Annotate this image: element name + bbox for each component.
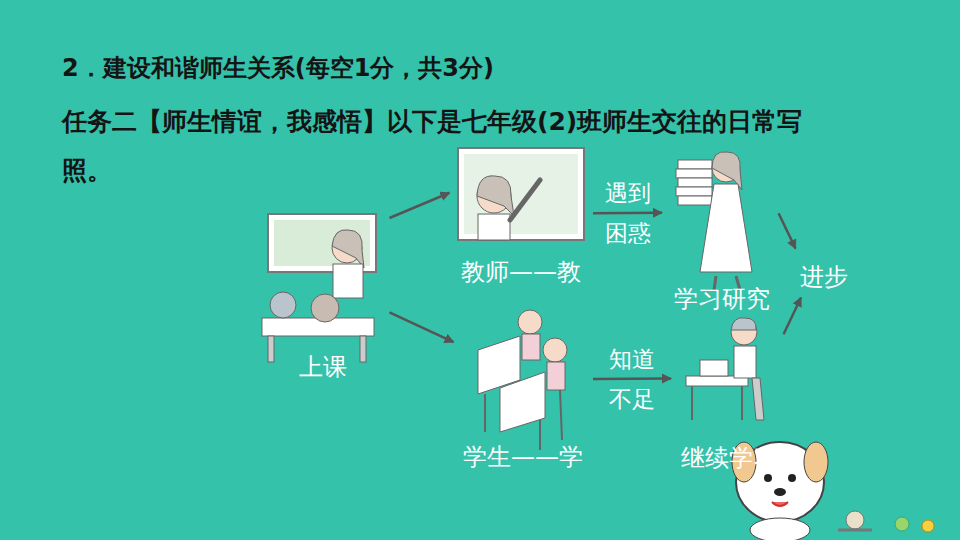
task-text: 任务二【师生情谊，我感悟】以下是七年级(2)班师生交往的日常写照。: [62, 97, 852, 195]
students-scene: [478, 310, 567, 450]
scene-node: 学习研究: [668, 148, 776, 314]
arrow: [593, 377, 671, 380]
scene-node: 继续学习: [677, 318, 781, 473]
scene-node: 上课: [262, 210, 384, 382]
arrow: [779, 213, 796, 248]
arrow: [390, 193, 450, 218]
studying-scene: [686, 318, 764, 420]
arrow: [593, 212, 662, 215]
class-scene: [262, 214, 376, 362]
caption: 进步: [800, 262, 848, 292]
arrow: [389, 312, 453, 342]
teacher-scene: [458, 148, 584, 240]
caption: 学生——学: [463, 442, 583, 472]
edge-label: 知道 不足: [609, 339, 655, 420]
research-scene: [676, 152, 752, 290]
caption: 学习研究: [674, 284, 770, 314]
caption: 上课: [299, 352, 347, 382]
snails: [838, 511, 934, 532]
arrow: [784, 297, 801, 334]
scene-node: 学生——学: [459, 300, 587, 472]
caption: 教师——教: [461, 257, 581, 287]
scene-node: 进步: [790, 254, 858, 292]
heading: 2．建设和谐师生关系(每空1分，共3分): [62, 52, 494, 84]
edge-label: 遇到 困惑: [605, 173, 651, 254]
caption: 继续学习: [681, 443, 777, 473]
scene-node: 教师——教: [455, 145, 587, 287]
